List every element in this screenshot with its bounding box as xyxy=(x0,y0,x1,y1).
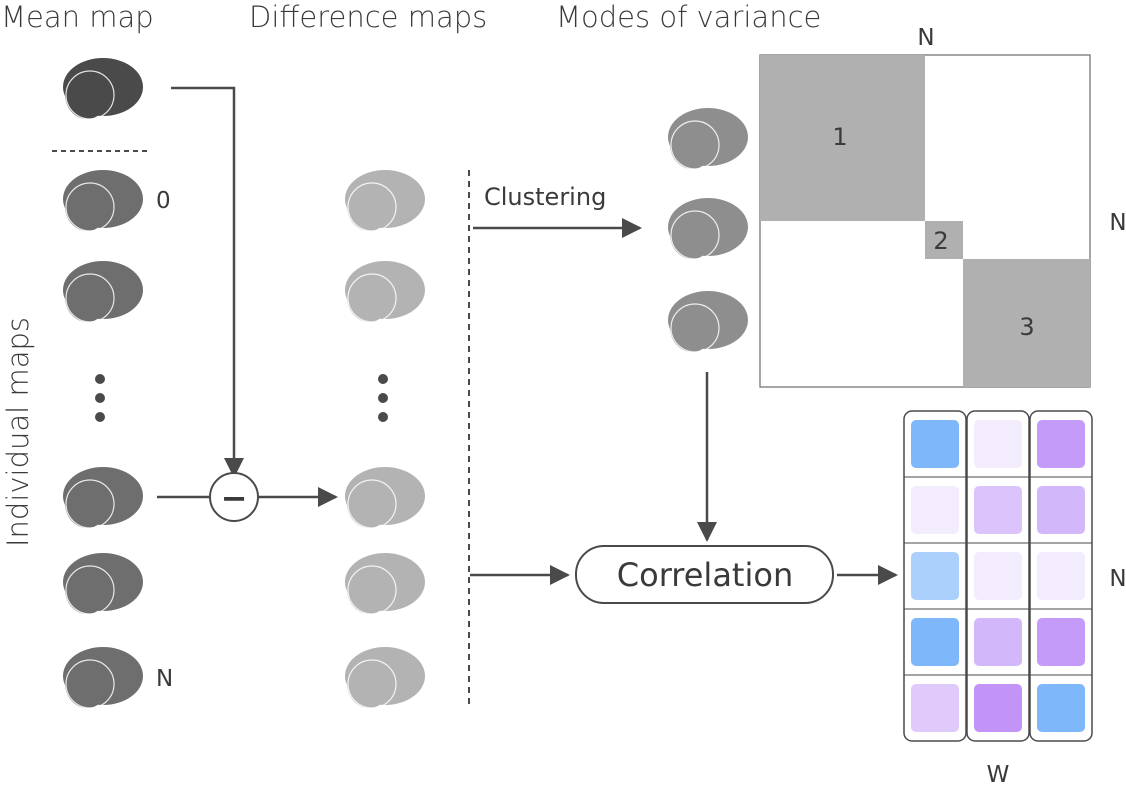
cluster-block-2 xyxy=(925,221,963,259)
clustering-label: Clustering xyxy=(484,183,606,211)
weight-matrix xyxy=(903,410,1093,742)
cluster-matrix-top-label: N xyxy=(917,25,934,51)
ellipsis-dot xyxy=(378,412,388,422)
mode-blob xyxy=(667,290,749,353)
weight-cell xyxy=(1037,618,1085,666)
ellipsis-dot xyxy=(95,374,105,384)
weight-cell xyxy=(1037,486,1085,534)
weight-cell xyxy=(911,552,959,600)
mean-map-blob xyxy=(62,57,144,120)
minus-symbol: − xyxy=(221,479,248,517)
difference-map-blob xyxy=(344,169,426,232)
weight-cell xyxy=(974,420,1022,468)
ellipsis-dot xyxy=(95,412,105,422)
weight-cell xyxy=(911,486,959,534)
correlation-node xyxy=(575,545,834,604)
modes-of-variance-header: Modes of variance xyxy=(556,0,821,34)
difference-map-blob xyxy=(344,552,426,615)
difference-map-blob xyxy=(344,646,426,709)
difference-map-blob xyxy=(344,260,426,323)
weight-cell xyxy=(1037,420,1085,468)
weight-matrix-bottom-label: W xyxy=(987,762,1010,788)
cluster-matrix: 1 2 3 xyxy=(759,54,1091,388)
cluster-block-3-label: 3 xyxy=(1019,313,1034,341)
last-map-index: N xyxy=(156,666,173,692)
weight-cell xyxy=(911,618,959,666)
cluster-block-3 xyxy=(963,259,1090,387)
individual-map-blob xyxy=(62,260,144,323)
individual-maps-column xyxy=(62,169,144,709)
difference-maps-header: Difference maps xyxy=(249,0,487,34)
individual-map-blob xyxy=(62,646,144,709)
ellipsis-dot xyxy=(378,393,388,403)
modes-column xyxy=(667,107,749,353)
weight-cell xyxy=(1037,684,1085,732)
individual-maps-label: Individual maps xyxy=(1,317,35,547)
first-map-index: 0 xyxy=(156,188,171,214)
difference-maps-column xyxy=(344,169,426,709)
difference-map-blob xyxy=(344,466,426,529)
weight-cell xyxy=(1037,552,1085,600)
weight-matrix-side-label: N xyxy=(1109,566,1126,592)
cluster-matrix-side-label: N xyxy=(1109,210,1126,236)
mean-map-header: Mean map xyxy=(1,0,154,34)
individual-map-blob xyxy=(62,169,144,232)
mode-blob xyxy=(667,107,749,170)
mean-to-subtract-arrow xyxy=(171,86,244,478)
correlation-label: Correlation xyxy=(617,556,793,594)
weight-cell xyxy=(911,684,959,732)
individual-map-blob xyxy=(62,552,144,615)
ellipsis-dot xyxy=(95,393,105,403)
weight-cell xyxy=(974,618,1022,666)
mode-blob xyxy=(667,197,749,260)
weight-cell xyxy=(911,420,959,468)
weight-cell xyxy=(974,684,1022,732)
cluster-block-1 xyxy=(760,55,925,221)
cluster-block-2-label: 2 xyxy=(933,227,948,255)
individual-map-blob xyxy=(62,466,144,529)
weight-cell xyxy=(974,552,1022,600)
ellipsis-dot xyxy=(378,374,388,384)
weight-cell xyxy=(974,486,1022,534)
cluster-block-1-label: 1 xyxy=(832,123,847,151)
